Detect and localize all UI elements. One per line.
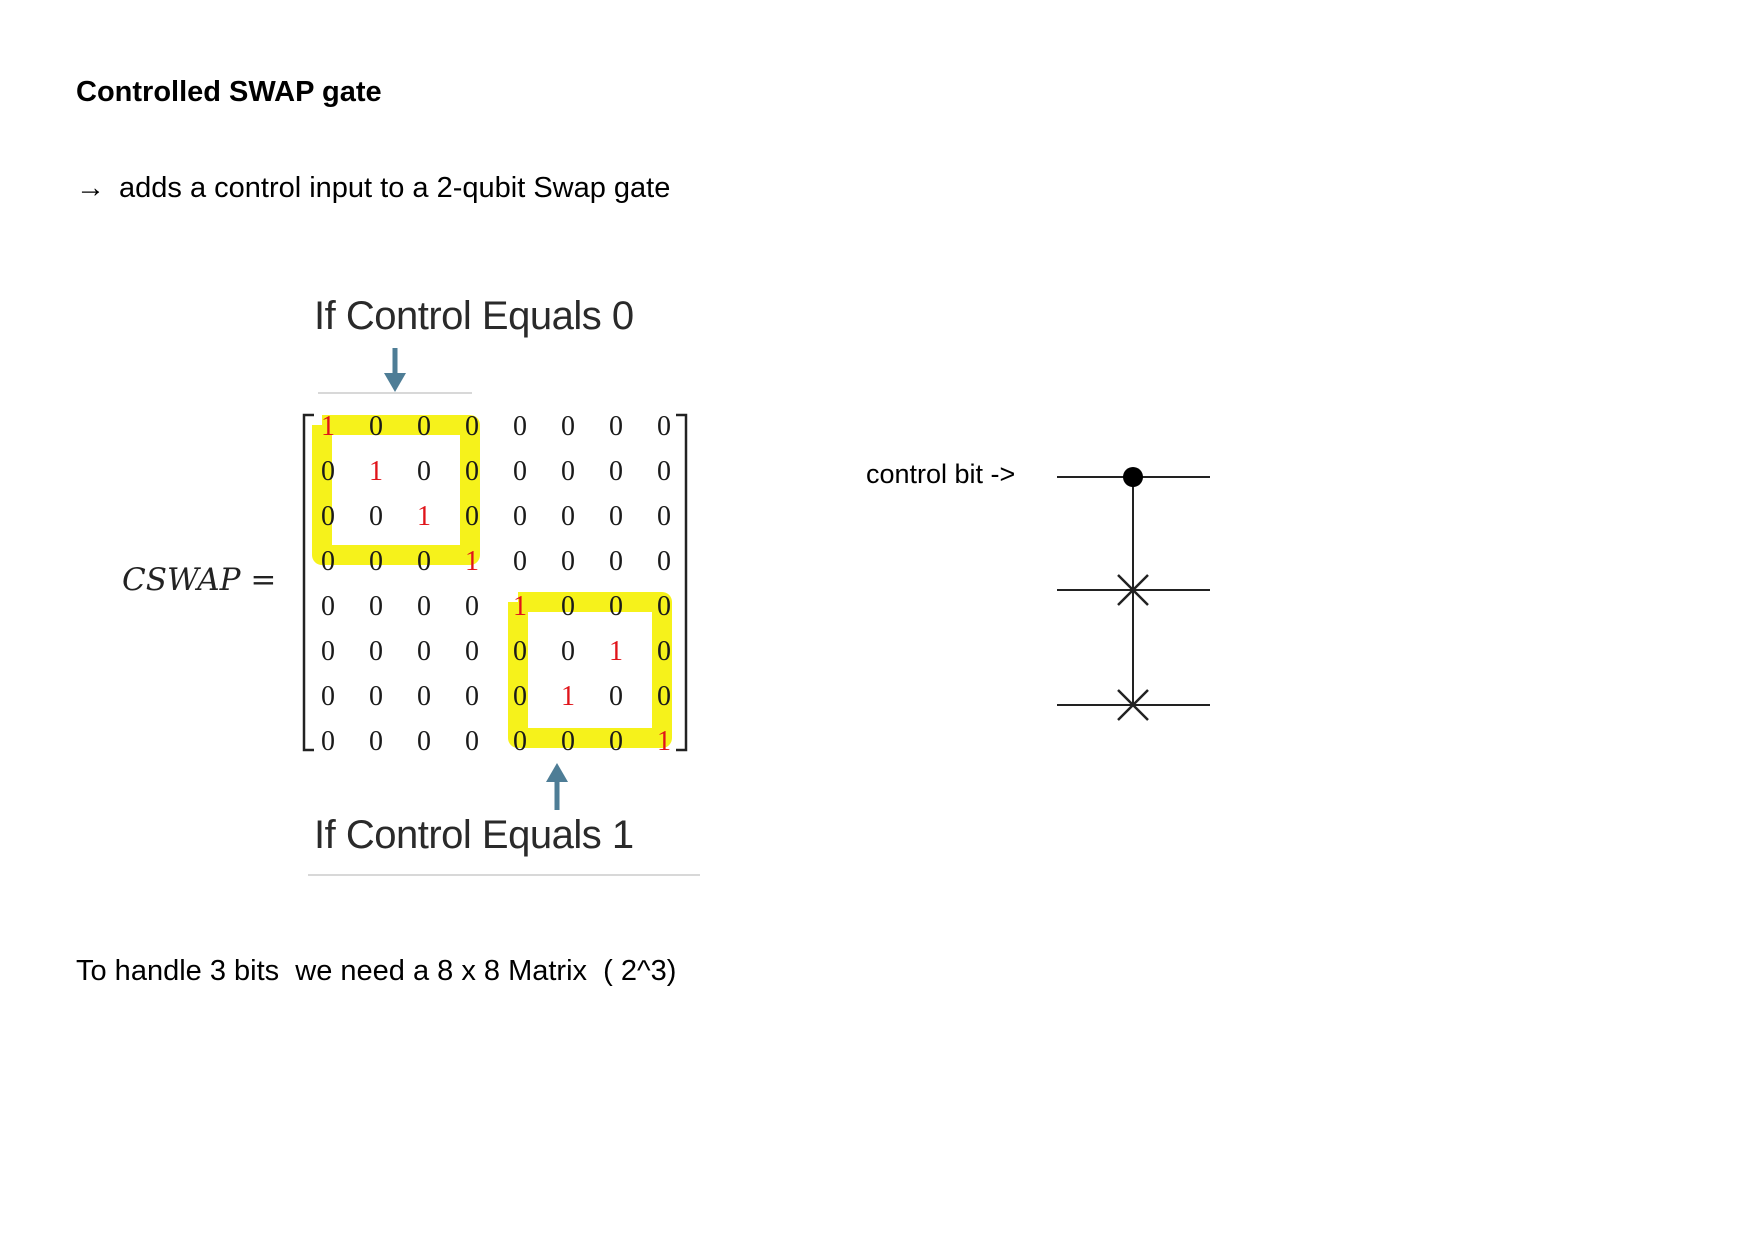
matrix-cell: 0	[657, 591, 671, 622]
control-dot-icon	[1123, 467, 1143, 487]
matrix-cell: 0	[321, 546, 335, 577]
matrix-cell: 0	[561, 726, 575, 757]
matrix-cell: 0	[321, 636, 335, 667]
matrix-cell: 0	[657, 456, 671, 487]
matrix-cell: 0	[369, 591, 383, 622]
matrix-cell: 0	[321, 501, 335, 532]
bullet-line: → adds a control input to a 2-qubit Swap …	[76, 172, 670, 205]
matrix-cell: 0	[369, 501, 383, 532]
matrix-cell: 1	[417, 501, 431, 532]
up-arrow-icon	[546, 763, 568, 810]
matrix-cell: 0	[417, 456, 431, 487]
matrix-cell: 0	[465, 681, 479, 712]
matrix-cell: 0	[513, 636, 527, 667]
down-arrow-icon	[384, 348, 406, 392]
matrix-cell: 0	[561, 636, 575, 667]
matrix-cell: 1	[465, 546, 479, 577]
matrix-cell: 0	[657, 546, 671, 577]
matrix-cell: 0	[561, 411, 575, 442]
matrix-cell: 0	[609, 681, 623, 712]
matrix-cell: 0	[417, 726, 431, 757]
swap-cross-icon	[1117, 574, 1149, 606]
cswap-circuit	[1057, 467, 1210, 721]
matrix-cell: 1	[561, 681, 575, 712]
matrix-cell: 0	[465, 411, 479, 442]
matrix-cell: 0	[513, 546, 527, 577]
matrix-cell: 0	[465, 591, 479, 622]
matrix-cell: 0	[609, 411, 623, 442]
matrix-cell: 0	[369, 411, 383, 442]
matrix-cell: 0	[369, 546, 383, 577]
upper-block-highlight	[312, 415, 480, 565]
matrix-cell: 1	[321, 411, 335, 442]
matrix-cell: 0	[561, 546, 575, 577]
cswap-matrix-figure: If Control Equals 0 CSWAP = 1 0 0 0 0 0 0 0 0 1 0 0…	[122, 294, 700, 876]
matrix-cell: 0	[417, 591, 431, 622]
matrix-cell: 0	[561, 501, 575, 532]
matrix-cell: 0	[609, 546, 623, 577]
matrix-cell: 0	[561, 591, 575, 622]
matrix-cell: 0	[417, 411, 431, 442]
matrix-cell: 0	[657, 411, 671, 442]
matrix-cell: 0	[321, 681, 335, 712]
footnote-text: To handle 3 bits we need a 8 x 8 Matrix …	[76, 955, 677, 987]
page-title: Controlled SWAP gate	[76, 76, 382, 108]
matrix-cell: 0	[513, 681, 527, 712]
matrix-cell: 0	[369, 726, 383, 757]
matrix-cell: 0	[465, 456, 479, 487]
matrix-cell: 1	[369, 456, 383, 487]
matrix-cell: 0	[609, 456, 623, 487]
control-bit-label: control bit ->	[866, 459, 1016, 489]
matrix-cell: 0	[369, 636, 383, 667]
matrix-cell: 0	[609, 726, 623, 757]
matrix-cell: 0	[321, 591, 335, 622]
matrix-cell: 0	[465, 726, 479, 757]
matrix-cell: 0	[657, 681, 671, 712]
matrix-cell: 0	[321, 726, 335, 757]
matrix-cell: 0	[321, 456, 335, 487]
matrix-cell: 0	[657, 636, 671, 667]
matrix-cell: 0	[513, 726, 527, 757]
swap-cross-icon	[1117, 689, 1149, 721]
matrix-cell: 0	[561, 456, 575, 487]
matrix-cell: 0	[417, 546, 431, 577]
matrix-cells: 1 0 0 0 0 0 0 0 0 1 0 0 0 0 0 0 0 0 1 0 0 0 0 0 0 0 0 1 0 0 0 0 0 0 0 0 1 0 0 0…	[321, 411, 671, 757]
matrix-cell: 1	[657, 726, 671, 757]
matrix-cell: 0	[417, 636, 431, 667]
top-label: If Control Equals 0	[314, 294, 634, 338]
right-bracket	[676, 413, 688, 752]
matrix-cell: 1	[609, 636, 623, 667]
matrix-cell: 0	[465, 501, 479, 532]
matrix-cell: 0	[369, 681, 383, 712]
matrix-cell: 0	[417, 681, 431, 712]
cswap-lhs: CSWAP =	[122, 562, 276, 598]
matrix-cell: 0	[465, 636, 479, 667]
left-bracket	[302, 413, 314, 752]
matrix-cell: 0	[513, 411, 527, 442]
matrix-cell: 0	[609, 501, 623, 532]
matrix-cell: 0	[657, 501, 671, 532]
right-arrow-icon: →	[76, 172, 105, 204]
matrix-cell: 1	[513, 591, 527, 622]
bottom-label: If Control Equals 1	[314, 813, 634, 857]
matrix-cell: 0	[513, 501, 527, 532]
matrix-cell: 0	[513, 456, 527, 487]
lower-block-highlight	[508, 592, 672, 748]
matrix-cell: 0	[609, 591, 623, 622]
bullet-text: adds a control input to a 2-qubit Swap g…	[119, 172, 671, 204]
